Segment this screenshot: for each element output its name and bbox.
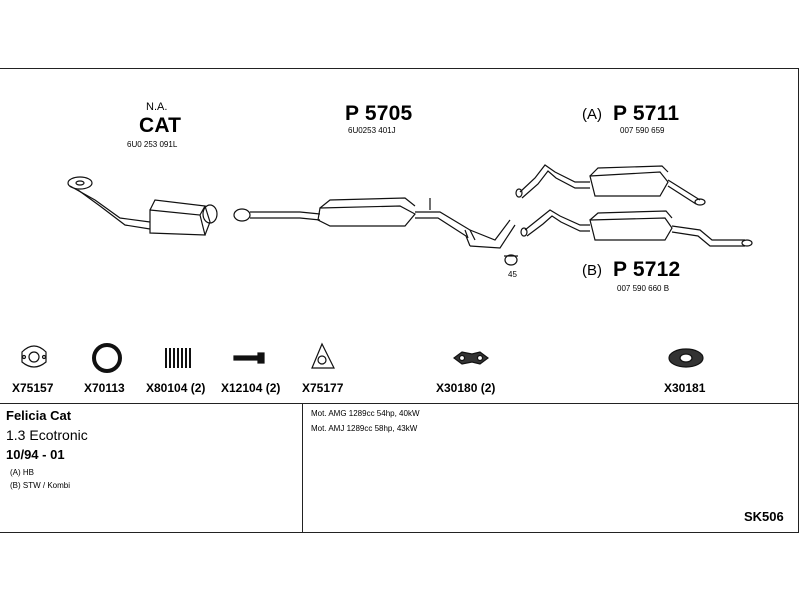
bolt-icon <box>233 352 265 364</box>
front-pipe-cat <box>67 176 218 236</box>
kit-code: SK506 <box>744 509 784 524</box>
gasket-icon <box>21 345 47 368</box>
rear-a-prefix: (A) <box>582 106 602 123</box>
accessory-code: X80104 (2) <box>146 381 206 395</box>
cat-prefix: N.A. <box>146 101 168 113</box>
variant-a: (A) HB <box>10 468 34 477</box>
rubber-mount-icon <box>453 351 489 365</box>
flange-gasket-icon <box>311 342 335 369</box>
cat-code: 6U0 253 091L <box>127 140 178 149</box>
rubber-ring-icon <box>668 348 704 368</box>
motor-line: Mot. AMJ 1289cc 58hp, 43kW <box>311 424 418 433</box>
divider-horizontal <box>0 403 799 404</box>
rear-muffler-a <box>515 164 706 206</box>
accessory-code: X12104 (2) <box>221 381 281 395</box>
accessory-code: X30181 <box>664 381 706 395</box>
middle-pipe-muffler <box>233 197 516 249</box>
variant-b: (B) STW / Kombi <box>10 481 71 490</box>
rear-muffler-b <box>520 209 753 247</box>
clamp-note: 45 <box>508 270 517 279</box>
rear-b-prefix: (B) <box>582 262 602 279</box>
vehicle-years: 10/94 - 01 <box>6 447 65 462</box>
motor-line: Mot. AMG 1289cc 54hp, 40kW <box>311 409 420 418</box>
rear-b-part-code: 007 590 660 B <box>617 284 670 293</box>
spring-icon <box>165 348 191 368</box>
divider-vertical <box>302 403 303 533</box>
middle-part-code: 6U0253 401J <box>348 126 396 135</box>
diagram-frame <box>0 68 799 533</box>
rear-a-part-code: 007 590 659 <box>620 126 665 135</box>
accessory-code: X75157 <box>12 381 54 395</box>
cat-title: CAT <box>139 114 182 137</box>
vehicle-engine: 1.3 Ecotronic <box>6 427 88 443</box>
accessory-code: X70113 <box>84 381 125 395</box>
accessory-code: X30180 (2) <box>436 381 496 395</box>
rear-a-part-number: P 5711 <box>613 102 680 125</box>
rear-b-part-number: P 5712 <box>613 258 681 281</box>
vehicle-model: Felicia Cat <box>6 408 72 423</box>
clamp-45 <box>504 254 518 266</box>
accessory-code: X75177 <box>302 381 344 395</box>
ring-icon <box>92 343 122 373</box>
middle-part-number: P 5705 <box>345 102 413 125</box>
